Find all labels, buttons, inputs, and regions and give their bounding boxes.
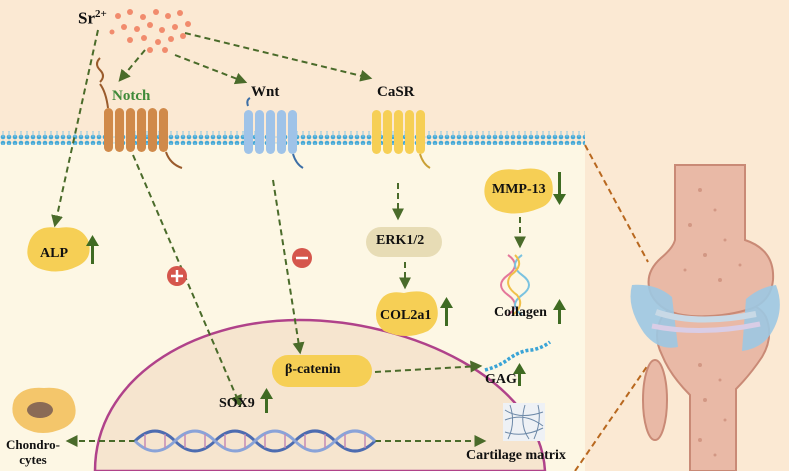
up-arrow-icon — [513, 363, 526, 386]
up-arrow-icons — [86, 235, 566, 413]
strontium-ions — [109, 9, 191, 53]
gag-label: GAG — [485, 372, 517, 387]
chondrocytes-label: Chondro-cytes — [6, 437, 60, 467]
wnt-receptor — [244, 97, 304, 169]
knee-joint-illustration — [630, 164, 780, 471]
collagen-icon — [500, 254, 530, 316]
beta-catenin-label: β-catenin — [285, 362, 341, 377]
collagen-label: Collagen — [494, 305, 547, 320]
alp-label: ALP — [40, 246, 68, 261]
zoom-line-bottom — [574, 364, 649, 471]
sox9-label: SOX9 — [219, 396, 255, 411]
wnt-label: Wnt — [251, 84, 280, 100]
col2a1-label: COL2a1 — [380, 308, 432, 323]
cartilage-matrix-label: Cartilage matrix — [466, 448, 566, 463]
dna-helix-icon — [133, 429, 377, 453]
plus-circle-icon — [167, 266, 187, 286]
down-arrow-icon — [553, 172, 566, 205]
erk-protein — [366, 227, 442, 257]
mmp13-protein — [484, 168, 553, 214]
notch-receptor — [96, 57, 183, 169]
col2a1-protein — [376, 291, 438, 336]
gag-chain-icon — [484, 340, 552, 372]
up-arrow-icon — [553, 299, 566, 324]
casr-label: CaSR — [377, 84, 415, 100]
sr-ion-label: Sr2+ — [78, 8, 107, 28]
chondrocyte-icon — [12, 387, 76, 433]
casr-receptor — [372, 110, 431, 169]
up-arrow-icon — [260, 388, 273, 413]
mmp13-label: MMP-13 — [492, 182, 546, 197]
signal-arrows — [51, 29, 526, 447]
notch-label: Notch — [112, 88, 151, 104]
alp-protein — [27, 227, 90, 272]
minus-circle-icon — [292, 248, 312, 268]
cartilage-matrix-icon — [503, 403, 545, 441]
beta-catenin-protein — [272, 355, 372, 387]
up-arrow-icon — [440, 297, 453, 326]
zoom-line-top — [584, 144, 649, 263]
erk-label: ERK1/2 — [376, 233, 425, 248]
up-arrow-icon — [86, 235, 99, 264]
